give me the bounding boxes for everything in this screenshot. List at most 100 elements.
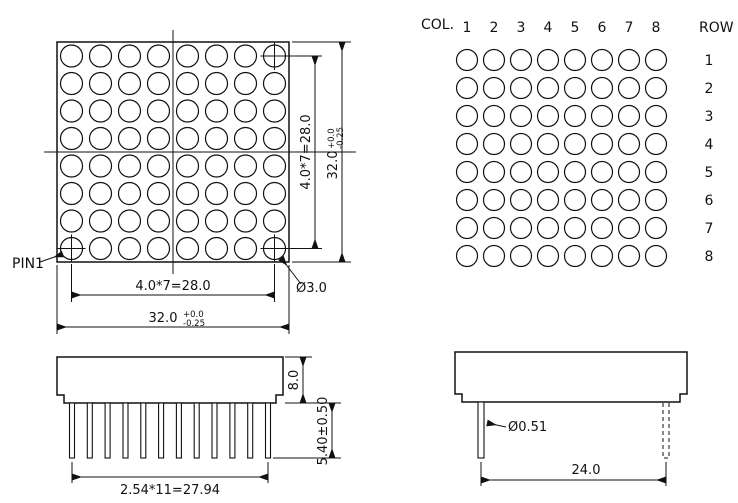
pin bbox=[175, 402, 182, 459]
pin-front bbox=[477, 401, 485, 459]
led-dot bbox=[563, 160, 587, 184]
package-body-outline bbox=[56, 356, 284, 404]
led-dot bbox=[509, 104, 533, 128]
led-dot bbox=[175, 99, 200, 123]
led-dot bbox=[644, 188, 668, 212]
col-number: 6 bbox=[598, 20, 607, 36]
led-dot bbox=[117, 71, 142, 96]
led-dot bbox=[455, 216, 479, 240]
pin-diameter-leader-line bbox=[486, 419, 507, 428]
col-number: 7 bbox=[625, 20, 634, 36]
dim-body-height: 32.0 bbox=[326, 151, 341, 180]
led-dot bbox=[536, 104, 560, 128]
led-dot bbox=[88, 181, 113, 206]
dim-body-height-tol-plus: +0.0 bbox=[327, 128, 337, 149]
pin bbox=[158, 402, 165, 459]
datum-cross-bottom-left bbox=[57, 234, 86, 263]
led-dot bbox=[146, 44, 171, 68]
led-dot bbox=[146, 99, 171, 123]
dot-diameter-label: Ø3.0 bbox=[296, 281, 327, 296]
pin-back-hidden bbox=[662, 401, 670, 459]
dot-diameter-leader-line bbox=[278, 255, 302, 285]
led-dot bbox=[59, 126, 84, 151]
led-dot bbox=[175, 71, 200, 96]
led-dot bbox=[536, 244, 560, 268]
led-dot bbox=[146, 126, 171, 151]
pin bbox=[229, 402, 236, 459]
package-body-outline bbox=[454, 351, 688, 403]
pin bbox=[247, 402, 254, 459]
led-dot bbox=[590, 244, 614, 268]
led-dot bbox=[146, 236, 171, 261]
led-dot bbox=[59, 154, 84, 178]
pin bbox=[264, 402, 272, 459]
col-number: 2 bbox=[490, 20, 499, 36]
led-dot bbox=[482, 48, 506, 72]
dim-text-dot-pitch-vertical-group: 4.0*7=28.0 bbox=[299, 114, 314, 189]
led-dot bbox=[175, 126, 200, 151]
row-number: 3 bbox=[705, 109, 714, 125]
led-dot bbox=[617, 104, 641, 128]
row-number: 6 bbox=[705, 193, 714, 209]
led-dot bbox=[88, 71, 113, 96]
led-dot bbox=[59, 44, 84, 68]
led-dot bbox=[233, 71, 258, 96]
dim-text-body-height-group: 32.0 +0.0 -0.25 bbox=[326, 127, 346, 179]
led-dot bbox=[590, 104, 614, 128]
led-dot bbox=[175, 44, 200, 68]
led-dot bbox=[617, 244, 641, 268]
dim-body-thickness: 8.0 bbox=[287, 370, 302, 391]
led-dot bbox=[455, 76, 479, 100]
led-dot bbox=[482, 244, 506, 268]
row-number: 5 bbox=[705, 165, 714, 181]
dim-body-height-tol-minus: -0.25 bbox=[336, 127, 346, 149]
dim-pin-length: 5.40±0.50 bbox=[316, 397, 331, 466]
led-dot bbox=[117, 181, 142, 206]
row-number: 8 bbox=[705, 249, 714, 265]
led-dot bbox=[536, 216, 560, 240]
led-dot bbox=[88, 99, 113, 123]
led-dot bbox=[509, 188, 533, 212]
led-dot bbox=[590, 132, 614, 156]
led-dot bbox=[88, 44, 113, 68]
dim-dot-pitch-horizontal: 4.0*7=28.0 bbox=[135, 279, 210, 294]
led-dot bbox=[536, 188, 560, 212]
led-dot bbox=[455, 188, 479, 212]
dim-text-body-thickness-group: 8.0 bbox=[287, 370, 302, 391]
led-dot bbox=[455, 160, 479, 184]
led-dot bbox=[204, 181, 229, 206]
led-dot bbox=[509, 160, 533, 184]
led-dot bbox=[455, 48, 479, 72]
led-dot bbox=[644, 244, 668, 268]
led-dot bbox=[617, 216, 641, 240]
led-dot bbox=[563, 216, 587, 240]
front-dim-right: 4.0*7=28.0 32.0 +0.0 -0.25 bbox=[288, 41, 351, 263]
led-dot bbox=[262, 99, 287, 123]
pin bbox=[122, 402, 129, 459]
row-number: 4 bbox=[705, 137, 714, 153]
led-dot bbox=[117, 236, 142, 261]
led-dot bbox=[536, 76, 560, 100]
dim-body-width-tol-minus: -0.25 bbox=[183, 319, 205, 329]
led-dot bbox=[482, 188, 506, 212]
led-dot bbox=[455, 132, 479, 156]
led-dot bbox=[233, 44, 258, 68]
front-dim-bottom: 4.0*7=28.0 32.0 +0.0 -0.25 bbox=[56, 264, 290, 334]
led-dot bbox=[563, 188, 587, 212]
dim-pin-pitch-span: 2.54*11=27.94 bbox=[120, 483, 220, 498]
led-dot bbox=[88, 126, 113, 151]
led-dot bbox=[536, 48, 560, 72]
dim-dot-pitch-vertical: 4.0*7=28.0 bbox=[299, 114, 314, 189]
led-dot bbox=[563, 244, 587, 268]
dim-pin-span: 24.0 bbox=[572, 463, 601, 478]
led-dot bbox=[617, 132, 641, 156]
led-dot bbox=[482, 76, 506, 100]
side-view-side: Ø0.51 24.0 bbox=[454, 351, 688, 486]
led-dot bbox=[59, 209, 84, 233]
row-number: 7 bbox=[705, 221, 714, 237]
led-dot bbox=[233, 181, 258, 206]
